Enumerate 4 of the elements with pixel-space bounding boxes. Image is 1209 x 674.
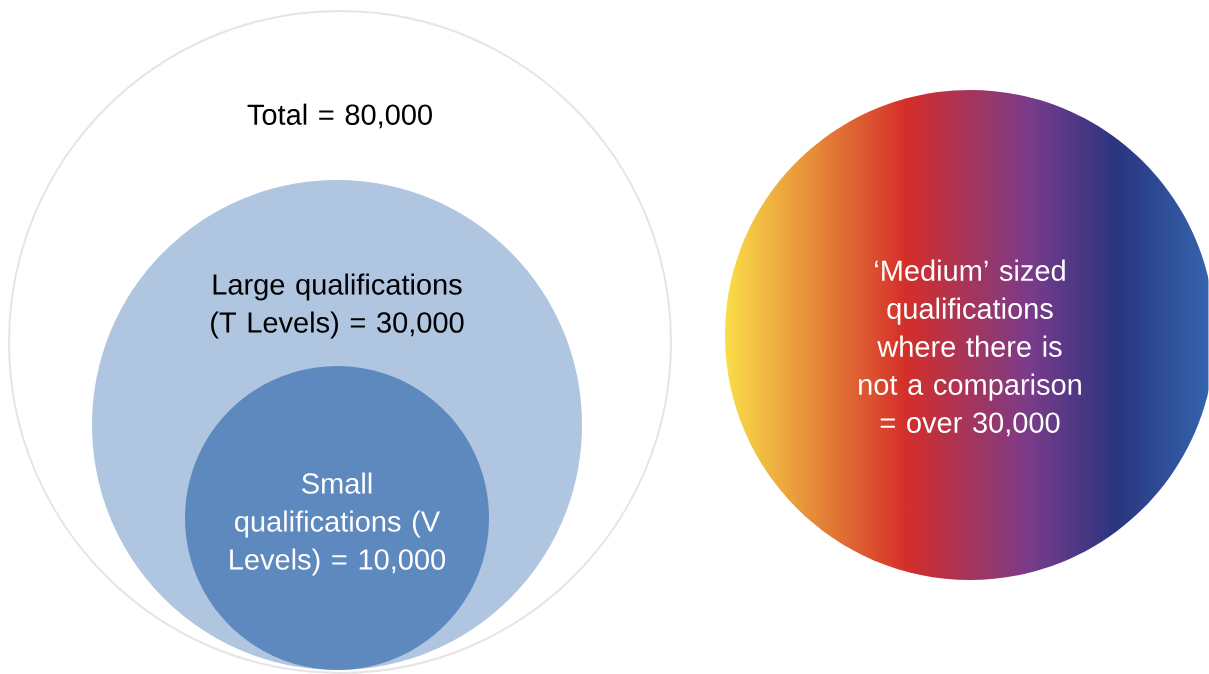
circle-label: ‘Medium’ sized qualifications where there is not a comparison = over 30,000 [859, 259, 1081, 437]
circle-label: Total = 80,000 [247, 103, 432, 129]
circle-label: Large qualifications (T Levels) = 30,000 [211, 273, 464, 339]
circle-label: Small qualifications (V Levels) = 10,000 [230, 472, 446, 576]
